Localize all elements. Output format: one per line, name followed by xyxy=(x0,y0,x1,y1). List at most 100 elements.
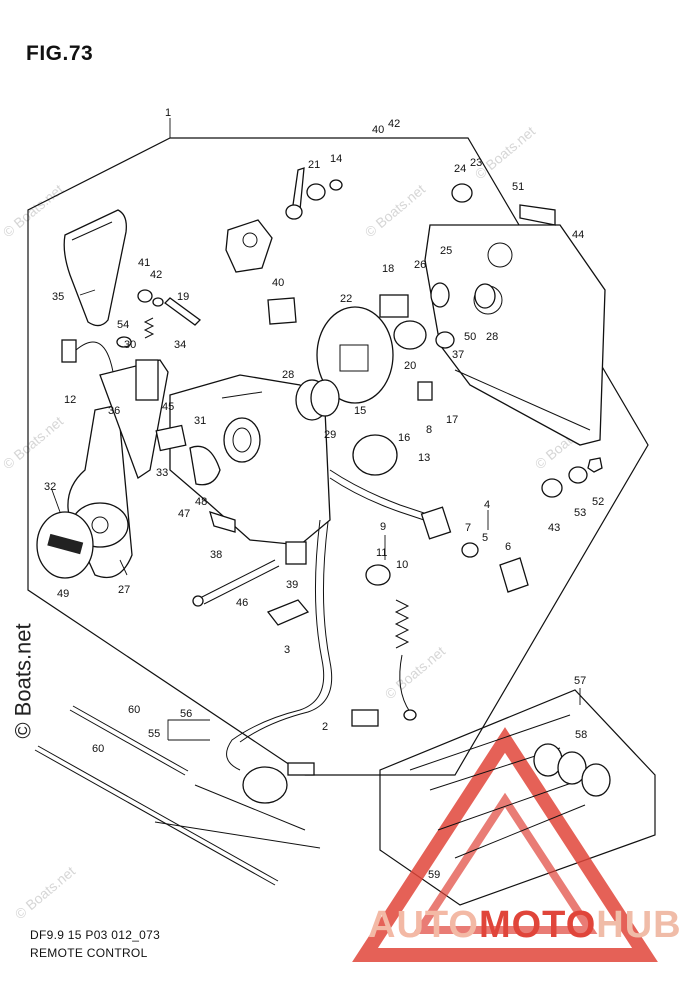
callout-43: 43 xyxy=(548,522,560,534)
callout-54: 54 xyxy=(117,319,129,331)
callout-34: 34 xyxy=(174,339,186,351)
callout-59: 59 xyxy=(428,869,440,881)
neutral-lever xyxy=(285,167,343,220)
callout-21: 21 xyxy=(308,159,320,171)
callout-7: 7 xyxy=(465,522,471,534)
brand-watermark: AUTOMOTOHUB xyxy=(368,904,682,947)
callout-49: 49 xyxy=(57,588,69,600)
clips xyxy=(209,511,310,626)
callout-9: 9 xyxy=(380,521,386,533)
watermark-text: © Boats.net xyxy=(12,863,79,922)
callout-8: 8 xyxy=(426,424,432,436)
suzuki-cap xyxy=(36,511,94,579)
callout-42-left: 42 xyxy=(150,269,162,281)
watermark-text: © Boats.net xyxy=(472,123,539,182)
callout-27: 27 xyxy=(118,584,130,596)
callout-23: 23 xyxy=(470,157,482,169)
callout-50: 50 xyxy=(464,331,476,343)
brand-triangle-logo xyxy=(352,727,658,962)
callout-58: 58 xyxy=(575,729,587,741)
callout-51: 51 xyxy=(512,181,524,193)
callout-16: 16 xyxy=(398,432,410,444)
callout-56: 56 xyxy=(180,708,192,720)
callout-41: 41 xyxy=(138,257,150,269)
callout-10: 10 xyxy=(396,559,408,571)
neutral-switch xyxy=(329,434,431,523)
callout-24: 24 xyxy=(454,163,466,175)
watermark-text: © Boats.net xyxy=(382,643,449,702)
callout-19: 19 xyxy=(177,291,189,303)
callout-53: 53 xyxy=(574,507,586,519)
callout-6: 6 xyxy=(505,541,511,553)
spring-and-pin xyxy=(137,289,201,339)
callout-32: 32 xyxy=(44,481,56,493)
callout-25: 25 xyxy=(440,245,452,257)
bracket-plate xyxy=(99,359,169,479)
callout-2: 2 xyxy=(322,721,328,733)
callout-1: 1 xyxy=(165,107,171,119)
cam-plate xyxy=(316,306,394,404)
long-screw xyxy=(192,559,280,607)
callout-28-left: 28 xyxy=(282,369,294,381)
gear-segment xyxy=(155,424,221,486)
callout-11: 11 xyxy=(376,547,387,559)
diagram-name: REMOTE CONTROL xyxy=(30,946,148,960)
right-washers xyxy=(541,457,603,498)
callout-55: 55 xyxy=(148,728,160,740)
callout-20: 20 xyxy=(404,360,416,372)
callout-13: 13 xyxy=(418,452,430,464)
callout-15: 15 xyxy=(354,405,366,417)
callout-35: 35 xyxy=(52,291,64,303)
control-housing xyxy=(169,374,331,546)
emergency-stop-switch xyxy=(365,564,417,721)
callout-37: 37 xyxy=(452,349,464,361)
callout-46: 46 xyxy=(236,597,248,609)
watermark-text: © Boats.net xyxy=(362,181,429,240)
side-watermark: © Boats.net xyxy=(10,623,36,739)
brand-part-auto: AUTO xyxy=(368,904,479,946)
callout-12: 12 xyxy=(64,394,76,406)
callout-18: 18 xyxy=(382,263,394,275)
figure-title: FIG.73 xyxy=(26,42,94,65)
brand-part-hub: HUB xyxy=(596,904,682,946)
callout-40-top: 40 xyxy=(372,124,384,136)
callout-57: 57 xyxy=(574,675,586,687)
callout-26: 26 xyxy=(414,259,426,271)
callout-42-top: 42 xyxy=(388,118,400,130)
callout-52: 52 xyxy=(592,496,604,508)
callout-33: 33 xyxy=(156,467,168,479)
callout-40-mid: 40 xyxy=(272,277,284,289)
cable-holder xyxy=(451,183,556,226)
callout-60-bottom: 60 xyxy=(92,743,104,755)
callout-labels: 1 2 3 4 5 6 7 8 9 10 11 12 13 14 15 16 1… xyxy=(44,107,604,881)
callout-38: 38 xyxy=(210,549,222,561)
callout-22: 22 xyxy=(340,293,352,305)
cam-bracket xyxy=(225,219,273,273)
callout-30: 30 xyxy=(124,339,136,351)
spare-parts xyxy=(409,714,611,859)
callout-36: 36 xyxy=(108,405,120,417)
callout-39: 39 xyxy=(286,579,298,591)
trim-switch xyxy=(61,336,132,401)
callout-31: 31 xyxy=(194,415,206,427)
bushing xyxy=(295,379,340,421)
control-cables xyxy=(34,705,321,886)
link-parts xyxy=(379,282,496,350)
leader-lines xyxy=(51,118,581,741)
callout-14: 14 xyxy=(330,153,342,165)
callout-44: 44 xyxy=(572,229,584,241)
callout-28-right: 28 xyxy=(486,331,498,343)
rear-cover xyxy=(424,224,606,446)
brand-part-moto: MOTO xyxy=(478,904,597,946)
callout-3: 3 xyxy=(284,644,290,656)
small-bracket xyxy=(267,297,297,325)
lever-handle xyxy=(63,209,127,327)
callout-48: 48 xyxy=(195,496,207,508)
callout-4: 4 xyxy=(484,499,490,511)
callout-60-top: 60 xyxy=(128,704,140,716)
diagram-code: DF9.9 15 P03 012_073 xyxy=(30,928,161,942)
callout-45: 45 xyxy=(162,401,174,413)
callout-47: 47 xyxy=(178,508,190,520)
callout-29: 29 xyxy=(324,429,336,441)
spare-parts-box xyxy=(379,689,656,906)
